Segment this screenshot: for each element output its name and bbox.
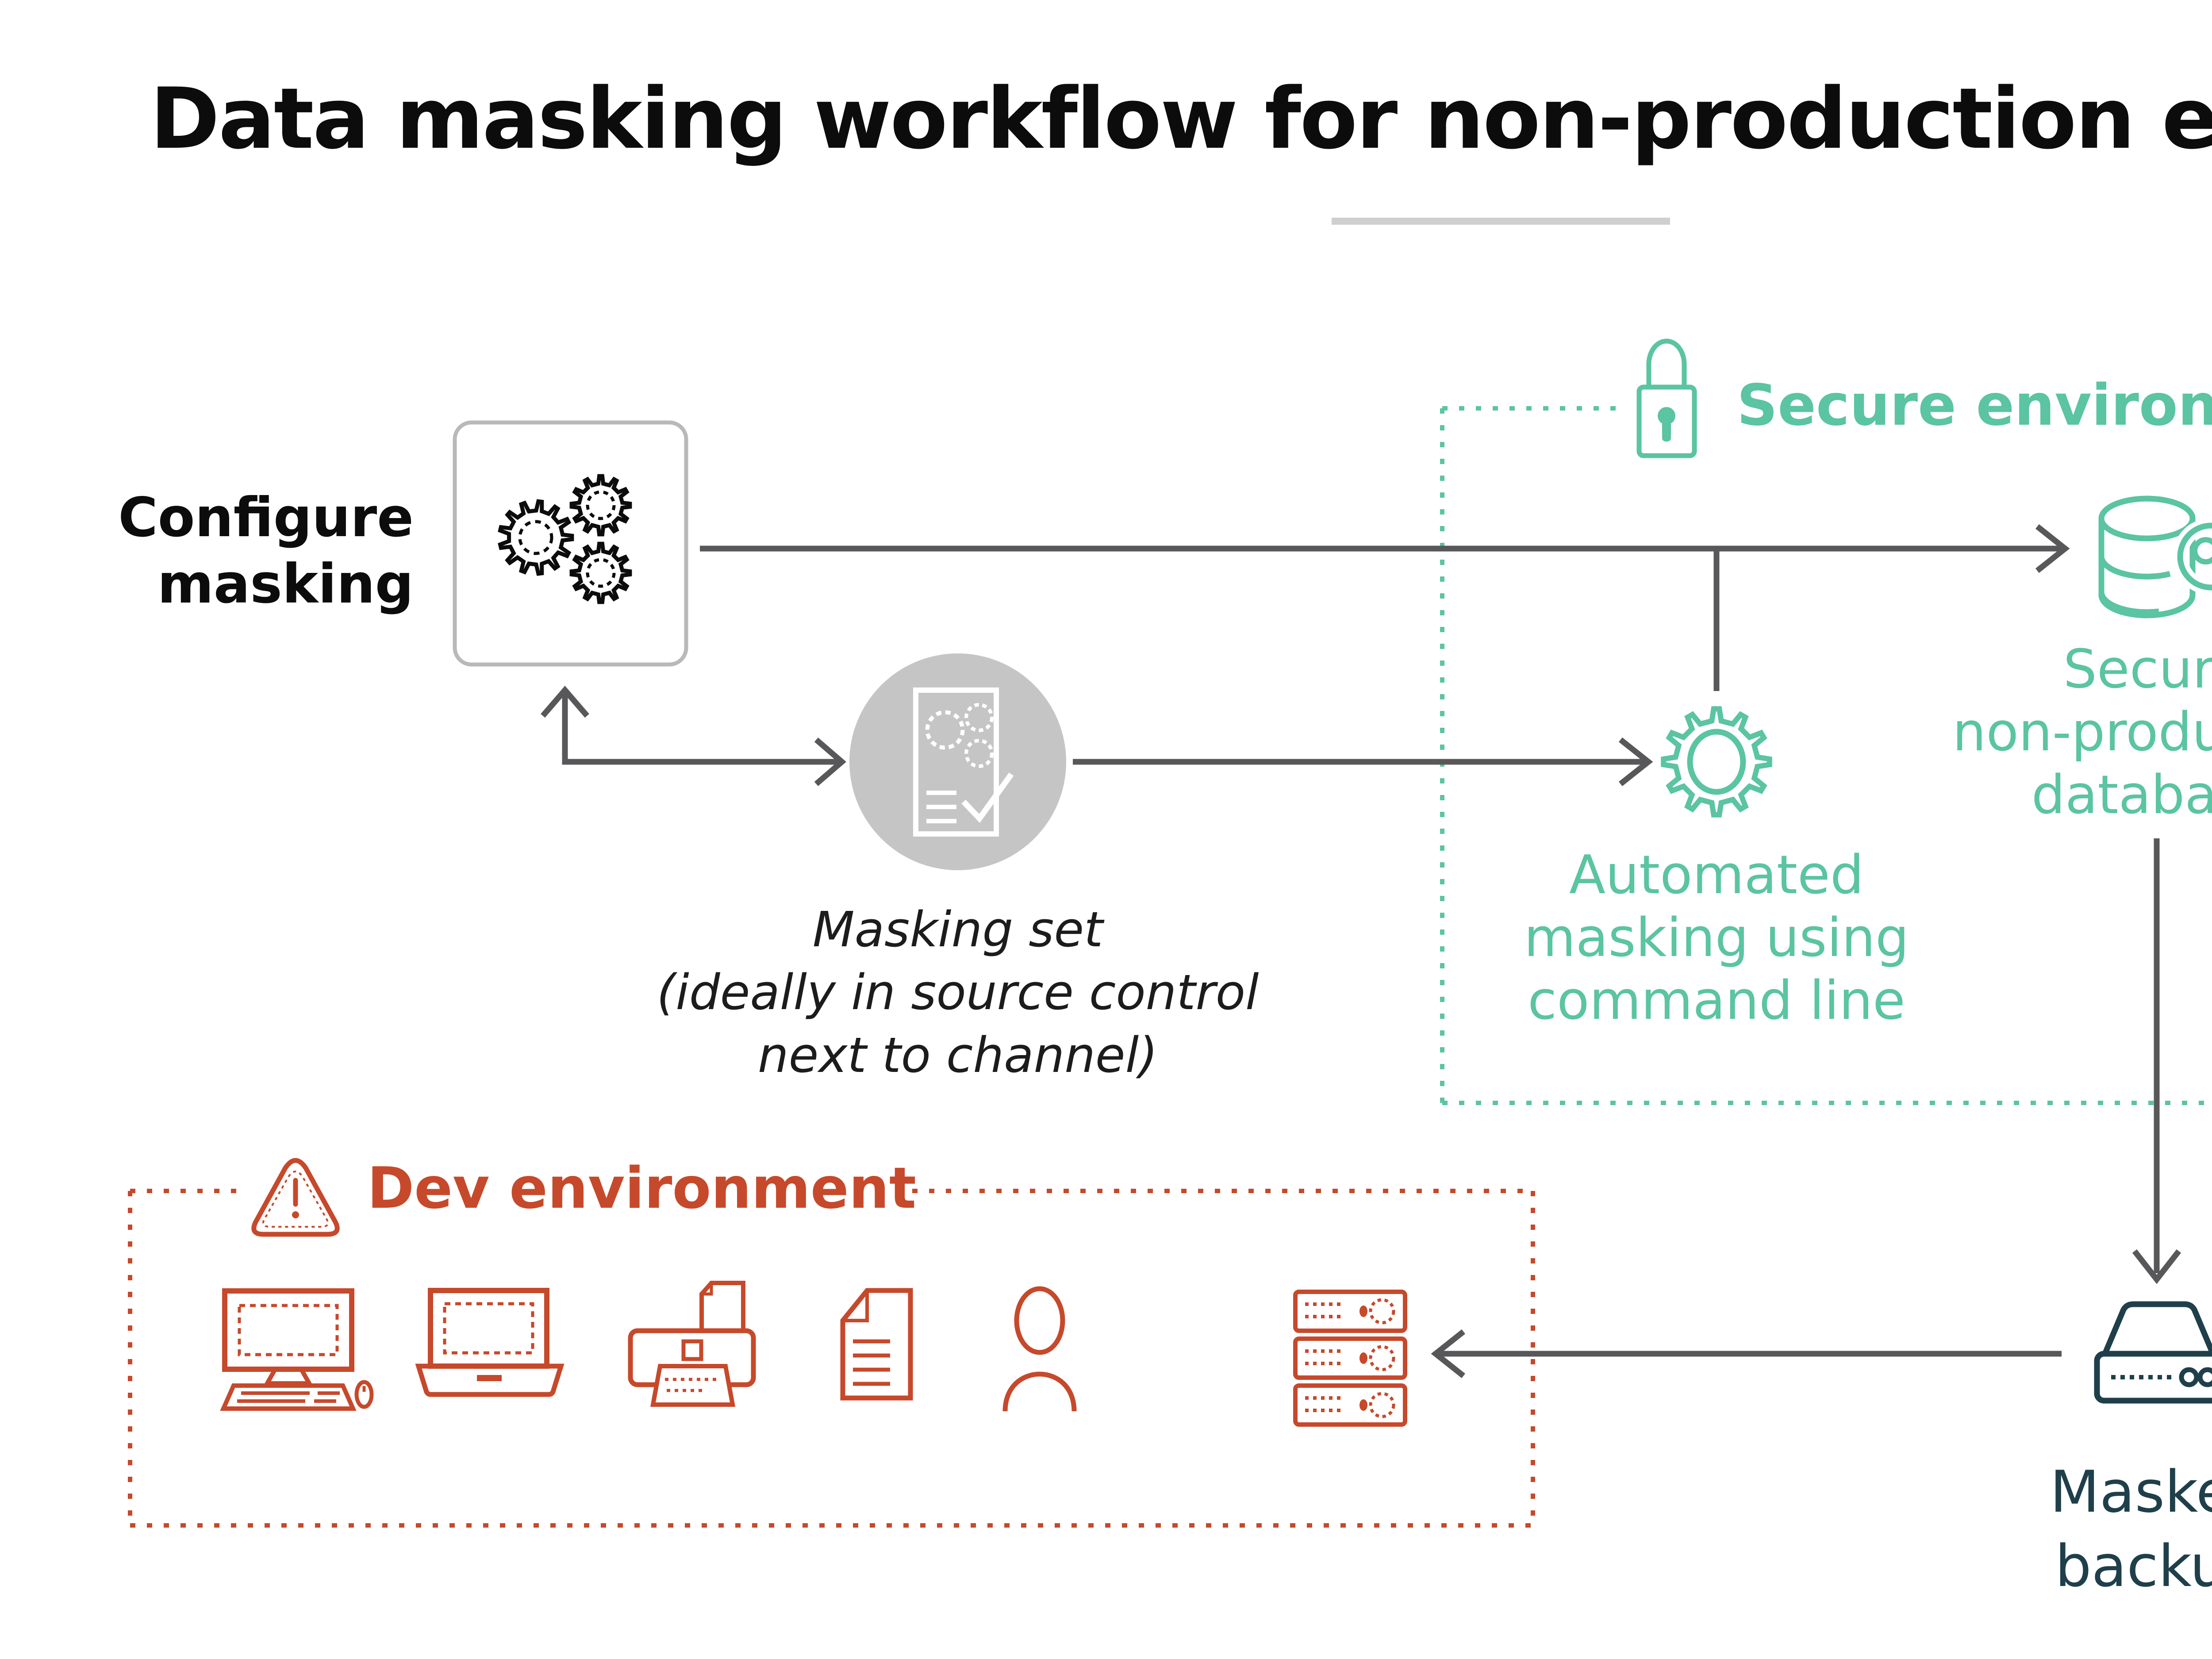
arrow-database-to-maskedbackup [2132, 838, 2181, 1284]
printer-icon [628, 1281, 756, 1407]
arrow-main-config-to-database [700, 524, 2070, 573]
secure-environment-header: Secure environment [1737, 373, 2212, 438]
masking-set-caption: Masking set (ideally in source control n… [657, 901, 1259, 1083]
server-unit [1293, 1383, 1407, 1427]
lock-icon [1636, 338, 1697, 458]
automated-masking-label: Automated masking using command line [1524, 845, 1909, 1032]
page-title: Data masking workflow for non-production… [150, 70, 2212, 168]
masking-set-document-icon [849, 653, 1066, 870]
server-unit [1293, 1290, 1407, 1333]
gear-icon [1661, 706, 1772, 818]
arrow-maskedbackup-to-dev [1431, 1329, 2062, 1379]
dev-environment-header: Dev environment [367, 1156, 916, 1221]
configure-masking-card [453, 420, 688, 667]
gears-icon [498, 474, 632, 604]
key-glyph [2173, 518, 2212, 595]
server-rack-icon [1293, 1290, 1407, 1427]
secure-environment-box [1440, 406, 2212, 1105]
document-icon [840, 1288, 913, 1401]
arrow-maskingset-to-gear [1073, 737, 1653, 787]
masked-backup-label: Masked backup [2050, 1458, 2212, 1600]
arrow-maskingset-to-configure [541, 686, 846, 786]
person-icon [1002, 1286, 1077, 1412]
laptop-icon [415, 1288, 565, 1397]
configure-masking-label: Configure masking [118, 486, 414, 615]
server-unit [1293, 1336, 1407, 1380]
drive-dots [2111, 1375, 2171, 1379]
desktop-computer-icon [220, 1288, 374, 1411]
title-underline [1332, 218, 1670, 225]
dev-environment-box [128, 1189, 1535, 1528]
database-key-icon [2098, 495, 2212, 618]
secure-database-label: Secure non-production database [1952, 639, 2212, 826]
warning-triangle-icon [251, 1158, 340, 1237]
masked-backup-drive-icon [2094, 1301, 2212, 1404]
